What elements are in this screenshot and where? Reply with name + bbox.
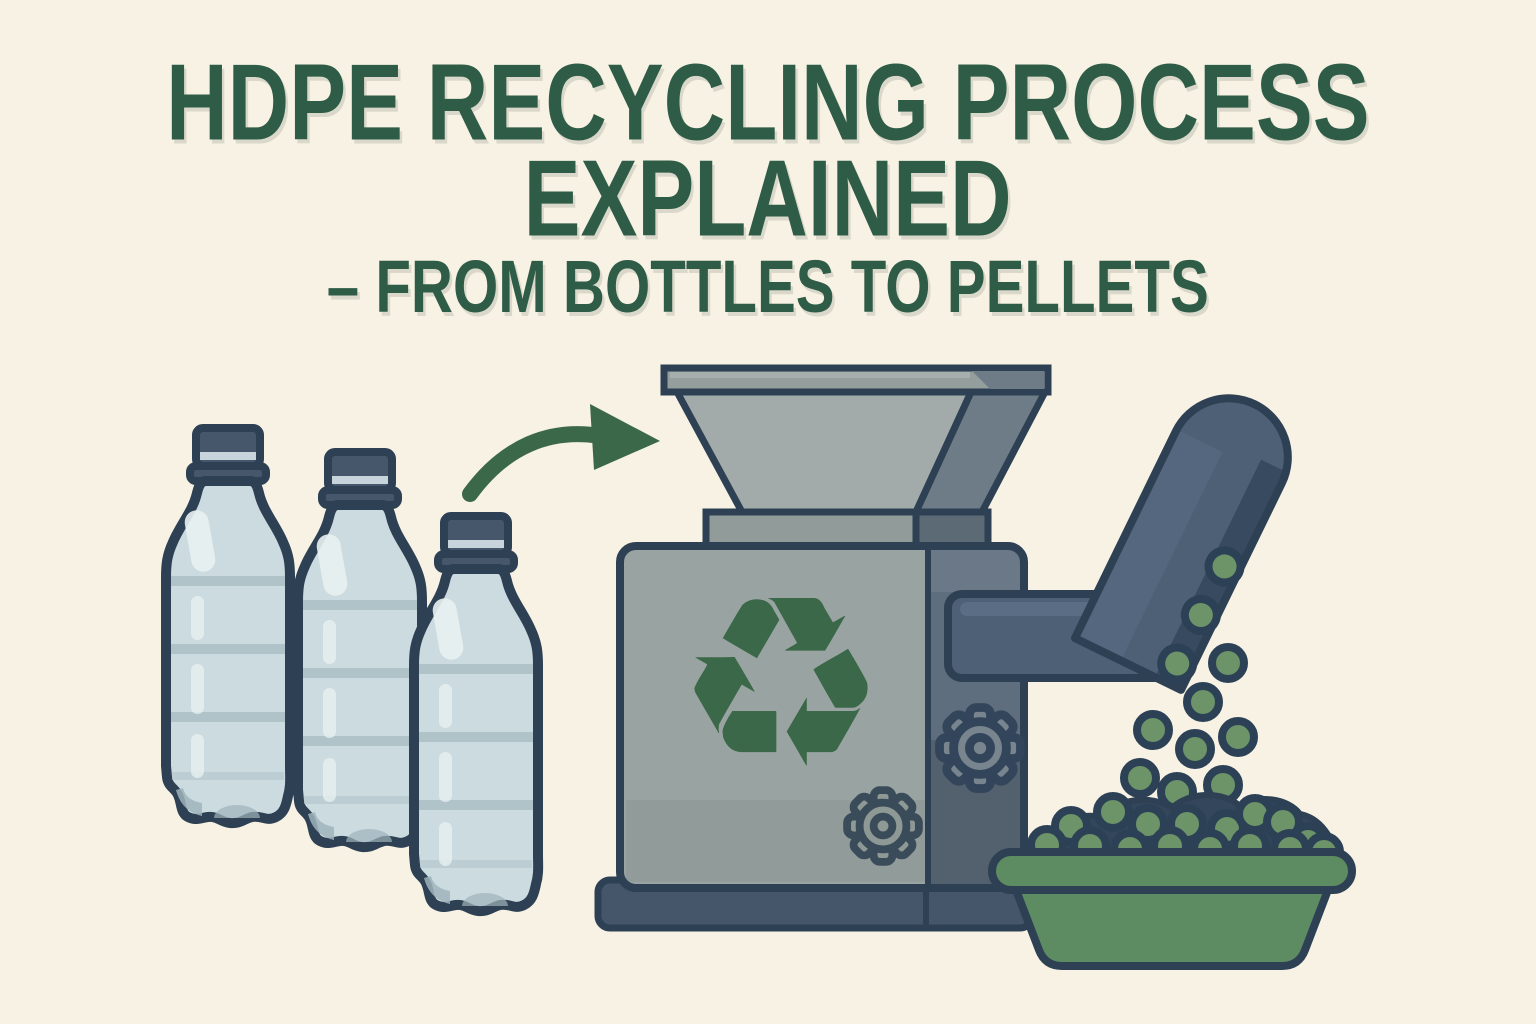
poster-title-block: HDPE RECYCLING PROCESS EXPLAINED – FROM … xyxy=(0,42,1536,329)
title-line-1: HDPE RECYCLING PROCESS xyxy=(0,42,1536,164)
arrow-icon xyxy=(462,404,660,502)
chute-band xyxy=(1070,394,1292,694)
pellet-icon xyxy=(1187,686,1219,718)
title-line-2-text: EXPLAINED xyxy=(523,138,1013,260)
recycle-icon: ♻ xyxy=(674,546,887,823)
gear-icon xyxy=(939,707,1021,789)
pellet-icon xyxy=(1124,762,1156,794)
title-line-1-text: HDPE RECYCLING PROCESS xyxy=(166,42,1370,164)
title-subtitle-text: – FROM BOTTLES TO PELLETS xyxy=(327,246,1209,329)
bottle-icon xyxy=(166,428,290,823)
machine-body: ♻ xyxy=(616,542,1028,892)
title-line-2: EXPLAINED xyxy=(0,138,1536,260)
funnel-rim xyxy=(660,364,1052,396)
pellet-bin-icon xyxy=(988,791,1356,970)
pellet-heap xyxy=(1031,791,1340,868)
funnel-collar xyxy=(702,508,992,550)
conveyor-chute-icon xyxy=(944,394,1292,694)
pellet-icon xyxy=(1222,721,1254,753)
pellet-icon xyxy=(1212,647,1244,679)
pellet-icon xyxy=(1097,796,1129,828)
funnel-hopper xyxy=(660,364,1052,550)
title-subtitle: – FROM BOTTLES TO PELLETS xyxy=(0,246,1536,329)
bin-body xyxy=(1012,886,1332,970)
gear-icon xyxy=(847,790,919,862)
pellet-icon xyxy=(1137,714,1169,746)
bottles-group xyxy=(166,428,538,911)
pellet-icon xyxy=(1179,733,1211,765)
bottle-icon xyxy=(298,452,422,847)
bin-rim xyxy=(988,848,1356,894)
bottle-icon xyxy=(414,516,538,911)
